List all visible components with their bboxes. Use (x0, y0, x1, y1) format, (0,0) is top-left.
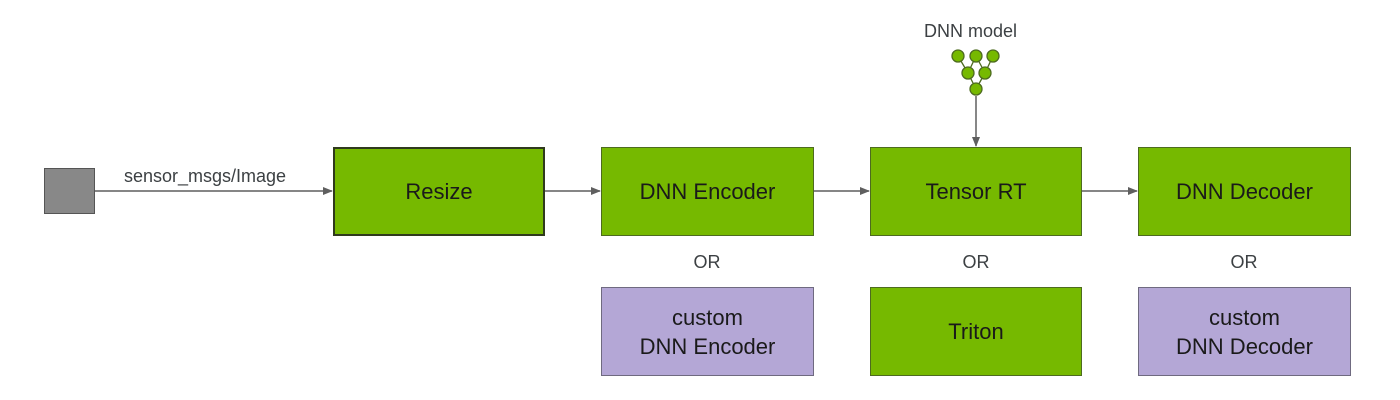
dnn-decoder-node: DNN Decoder (1138, 147, 1351, 236)
dnn-encoder-label: DNN Encoder (639, 179, 776, 204)
custom-decoder-label-line2: DNN Decoder (1176, 333, 1313, 359)
custom-encoder-label-line2: DNN Encoder (639, 333, 776, 359)
custom-encoder-label-line1: custom (672, 304, 743, 330)
custom-decoder-node: custom DNN Decoder (1138, 287, 1351, 376)
triton-node: Triton (870, 287, 1082, 376)
neural-network-icon (951, 49, 1000, 96)
custom-encoder-node: custom DNN Encoder (601, 287, 814, 376)
dnn-encoder-node: DNN Encoder (601, 147, 814, 236)
or-label-decoder: OR (1230, 252, 1258, 272)
triton-label: Triton (948, 319, 1004, 344)
tensor-rt-label: Tensor RT (925, 179, 1027, 204)
or-label-encoder: OR (693, 252, 721, 272)
resize-node: Resize (333, 147, 545, 236)
tensor-rt-node: Tensor RT (870, 147, 1082, 236)
resize-label: Resize (405, 179, 473, 204)
custom-decoder-label-line1: custom (1209, 304, 1280, 330)
or-label-tensorrt: OR (962, 252, 990, 272)
dnn-decoder-label: DNN Decoder (1176, 179, 1313, 204)
model-label: DNN model (924, 21, 1018, 41)
image-source-node (44, 168, 95, 214)
input-topic-label: sensor_msgs/Image (124, 166, 287, 186)
